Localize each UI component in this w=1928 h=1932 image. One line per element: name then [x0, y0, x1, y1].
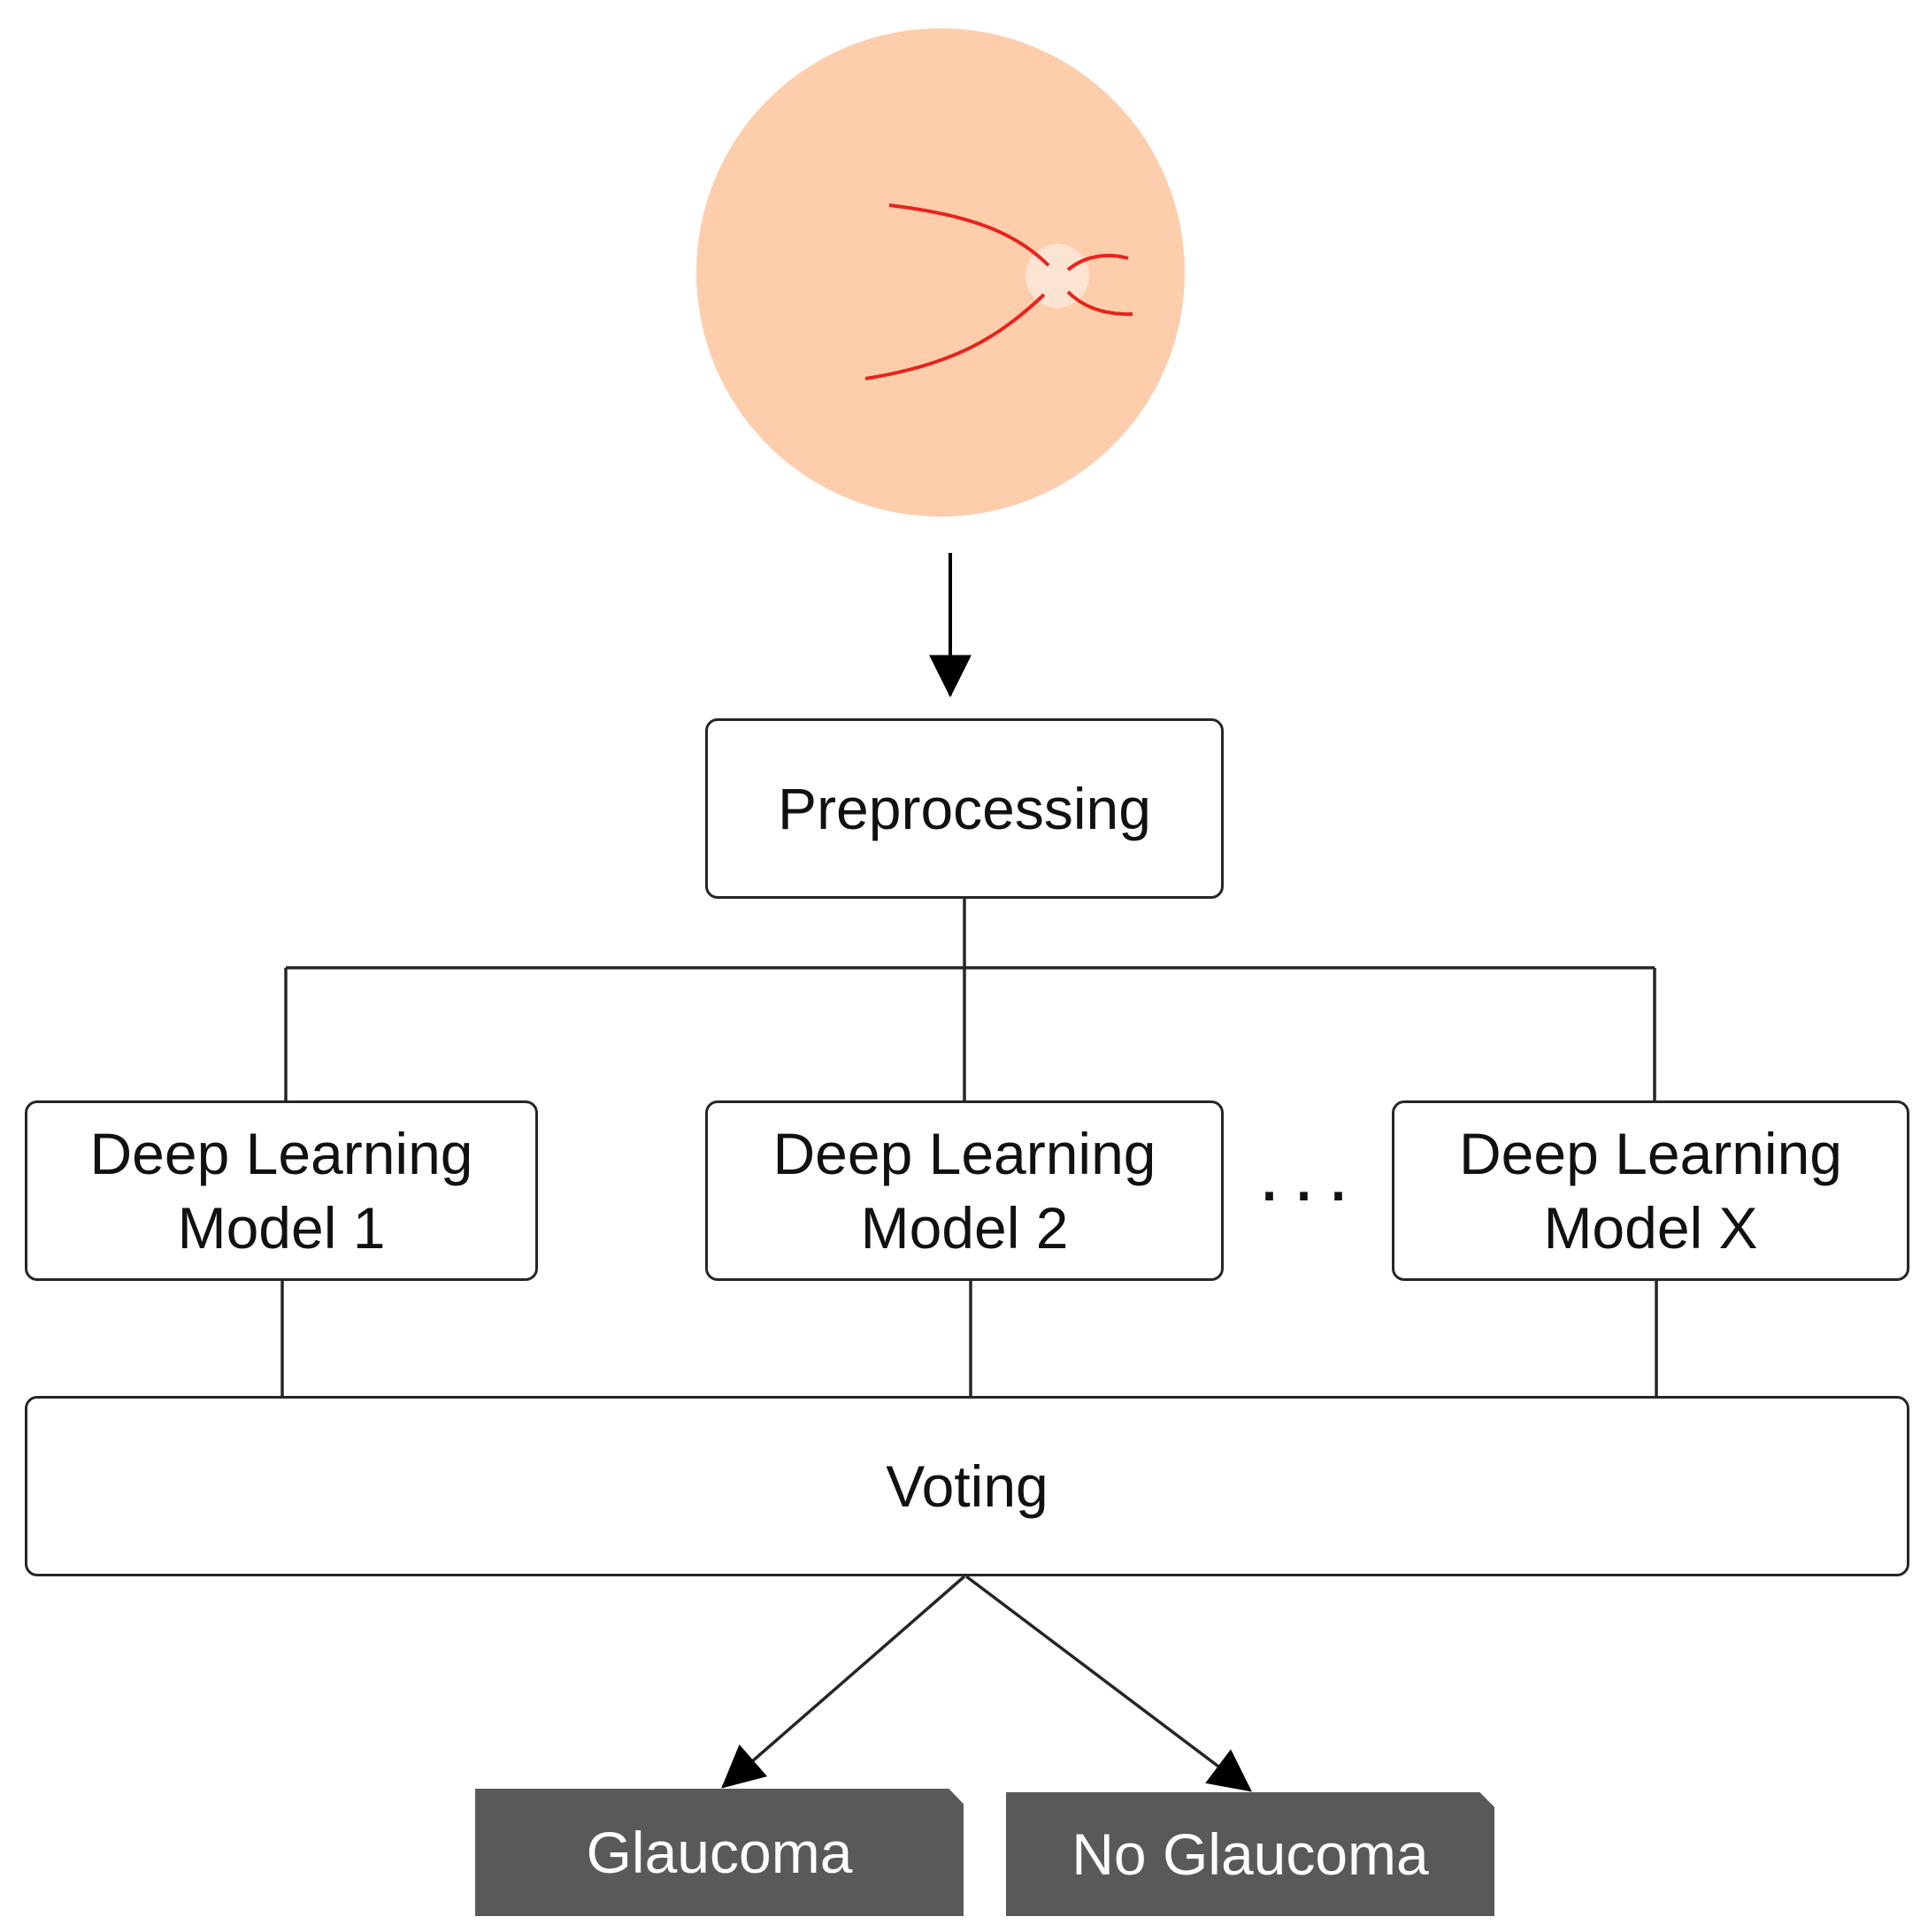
outcome-no-glaucoma: No Glaucoma	[1006, 1792, 1494, 1916]
model-x-line-2: Model X	[1543, 1195, 1758, 1261]
arrow-voting-to-glaucoma	[721, 1575, 966, 1789]
model-2-line-1: Deep Learning	[772, 1121, 1156, 1186]
arrow-voting-to-no-glaucoma	[964, 1575, 1252, 1792]
outcome-no-glaucoma-label: No Glaucoma	[1072, 1821, 1429, 1887]
vessel-upper-left	[888, 203, 1050, 267]
voting-label: Voting	[886, 1453, 1048, 1519]
vessel-lower-left	[864, 293, 1046, 380]
voting-box: Voting	[25, 1396, 1909, 1576]
model-2-line-2: Model 2	[860, 1195, 1069, 1261]
model-box-1: Deep Learning Model 1	[25, 1100, 538, 1281]
model-x-line-1: Deep Learning	[1459, 1121, 1842, 1186]
connector-preprocessing-to-models	[284, 899, 1656, 1100]
connector-models-to-voting	[280, 1281, 1658, 1396]
model-1-line-2: Model 1	[177, 1195, 386, 1261]
model-box-2: Deep Learning Model 2	[705, 1100, 1224, 1281]
fundus-disc	[696, 28, 1185, 517]
outcome-glaucoma: Glaucoma	[475, 1789, 964, 1916]
vessel-upper-right	[1066, 253, 1129, 272]
model-1-line-1: Deep Learning	[89, 1121, 473, 1186]
outcome-glaucoma-label: Glaucoma	[586, 1820, 853, 1885]
preprocessing-box: Preprocessing	[705, 718, 1224, 899]
vessel-lower-right	[1066, 290, 1133, 317]
preprocessing-label: Preprocessing	[778, 776, 1151, 841]
ellipsis: ...	[1258, 1130, 1363, 1218]
retina-fundus-icon	[696, 28, 1185, 517]
model-box-x: Deep Learning Model X	[1392, 1100, 1909, 1281]
